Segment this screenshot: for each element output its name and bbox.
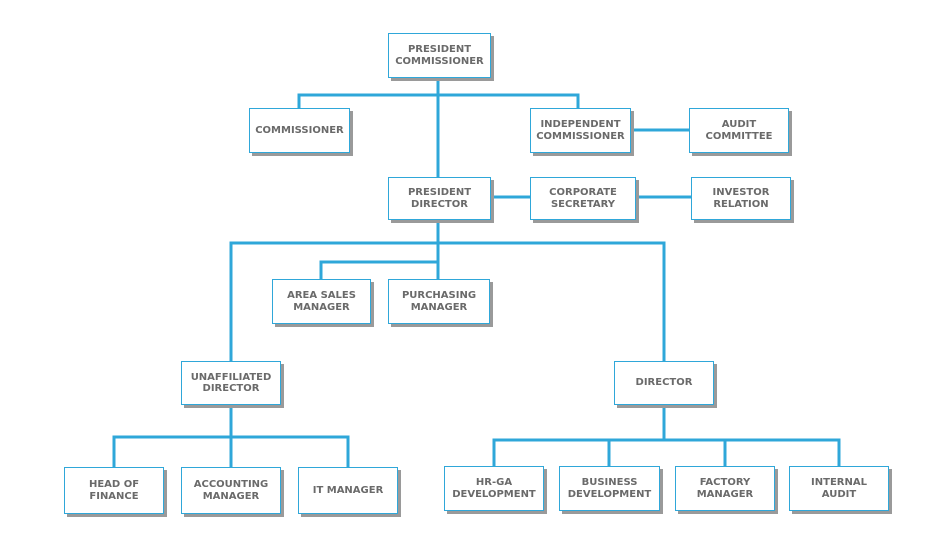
node-head-of-finance: HEAD OF FINANCE [64,467,164,514]
node-area-sales-manager: AREA SALES MANAGER [272,279,371,324]
node-accounting-manager: ACCOUNTING MANAGER [181,467,281,514]
node-internal-audit: INTERNAL AUDIT [789,466,889,511]
node-audit-committee: AUDIT COMMITTEE [689,108,789,153]
node-factory-manager: FACTORY MANAGER [675,466,775,511]
node-director: DIRECTOR [614,361,714,405]
node-commissioner: COMMISSIONER [249,108,350,153]
node-purchasing-manager: PURCHASING MANAGER [388,279,490,324]
node-investor-relation: INVESTOR RELATION [691,177,791,220]
node-independent-commissioner: INDEPENDENT COMMISSIONER [530,108,631,153]
node-corporate-secretary: CORPORATE SECRETARY [530,177,636,220]
node-business-development: BUSINESS DEVELOPMENT [559,466,660,511]
node-unaffiliated-director: UNAFFILIATED DIRECTOR [181,361,281,405]
node-president-director: PRESIDENT DIRECTOR [388,177,491,220]
node-it-manager: IT MANAGER [298,467,398,514]
node-president-commissioner: PRESIDENT COMMISSIONER [388,33,491,78]
node-hr-ga-development: HR-GA DEVELOPMENT [444,466,544,511]
